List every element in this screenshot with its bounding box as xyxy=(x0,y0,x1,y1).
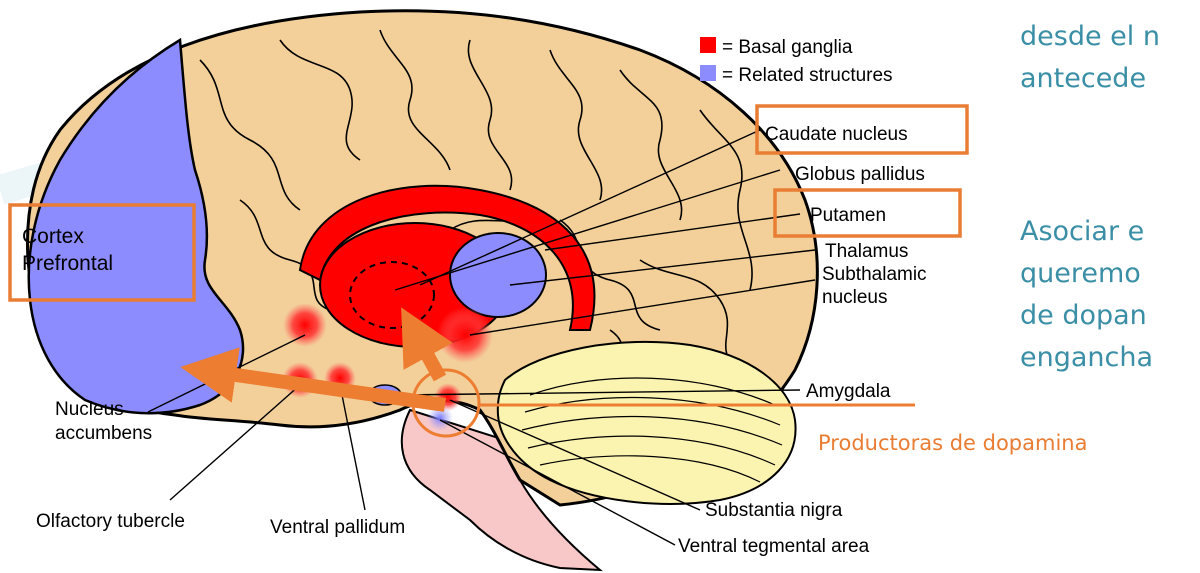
legend-basal-swatch xyxy=(700,37,716,53)
slide-text-line4: queremo xyxy=(1020,258,1141,289)
slide-text-line6: engancha xyxy=(1020,342,1153,373)
slide-text-line1: desde el n xyxy=(1020,21,1160,52)
thalamus xyxy=(450,233,546,317)
label-amygdala: Amygdala xyxy=(806,381,891,402)
label-accumbens-line2: accumbens xyxy=(55,423,152,444)
label-putamen: Putamen xyxy=(810,205,886,226)
subthalamic-nucleus-glow xyxy=(437,307,493,363)
legend-basal-label: = Basal ganglia xyxy=(722,37,853,58)
label-subthalamic-line2: nucleus xyxy=(822,287,888,308)
legend-related-swatch xyxy=(700,65,716,81)
legend-related-label: = Related structures xyxy=(722,65,893,86)
label-accumbens-line1: Nucleus xyxy=(55,399,124,420)
slide-text-line2: antecede xyxy=(1020,63,1146,94)
nucleus-accumbens-glow xyxy=(283,303,327,347)
label-cortex-line1: Cortex xyxy=(22,225,84,248)
label-dopamine-producers: Productoras de dopamina xyxy=(818,431,1087,455)
label-ventral-tegmental-area: Ventral tegmental area xyxy=(678,536,870,557)
label-substantia-nigra: Substantia nigra xyxy=(705,500,843,521)
label-subthalamic-line1: Subthalamic xyxy=(822,264,927,285)
label-cortex-line2: Prefrontal xyxy=(22,252,113,275)
label-ventral-pallidum: Ventral pallidum xyxy=(270,517,405,538)
label-olfactory-tubercle: Olfactory tubercle xyxy=(36,511,185,532)
slide-text-line3: Asociar e xyxy=(1020,216,1144,247)
label-globus-pallidus: Globus pallidus xyxy=(795,164,925,185)
label-caudate-nucleus: Caudate nucleus xyxy=(765,124,908,145)
slide-text-line5: de dopan xyxy=(1020,300,1147,331)
label-thalamus: Thalamus xyxy=(825,241,908,262)
